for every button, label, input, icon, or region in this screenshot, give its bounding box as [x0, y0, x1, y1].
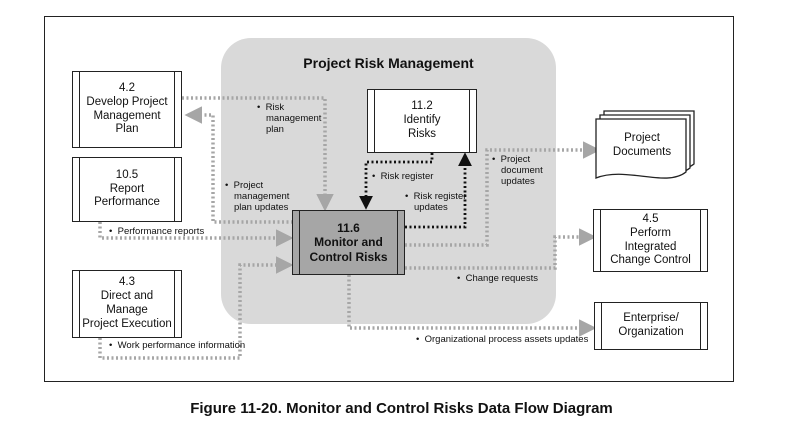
diagram-frame	[44, 16, 734, 382]
group-title: Project Risk Management	[303, 55, 474, 71]
node-develop-project-management-plan: 4.2 Develop Project Management Plan	[72, 71, 182, 148]
node-monitor-and-control-risks: 11.6 Monitor and Control Risks	[292, 210, 405, 275]
node-project-documents: Project Documents	[612, 132, 672, 158]
arrow-risk-register-updates	[405, 152, 472, 229]
arrow-risk-management-plan	[182, 96, 334, 212]
figure-caption: Figure 11-20. Monitor and Control Risks …	[190, 400, 613, 417]
flow-label-document-updates: Project document updates	[492, 154, 543, 188]
arrow-change-requests	[405, 228, 597, 270]
arrow-document-updates	[405, 141, 601, 247]
flow-label-opa-updates: Organizational process assets updates	[416, 334, 589, 346]
flow-label-change-requests: Change requests	[457, 273, 538, 285]
node-project-documents-shape	[595, 110, 695, 179]
node-enterprise-organization: Enterprise/ Organization	[594, 302, 708, 350]
arrow-risk-register	[359, 153, 434, 210]
node-direct-and-manage-project-execution: 4.3 Direct and Manage Project Execution	[72, 270, 182, 338]
flow-label-risk-management-plan: Risk management plan	[257, 102, 322, 136]
flow-label-plan-updates: Project management plan updates	[225, 180, 290, 214]
flow-label-work-performance-information: Work performance information	[109, 340, 246, 352]
node-perform-integrated-change-control: 4.5 Perform Integrated Change Control	[593, 209, 708, 272]
arrow-plan-updates	[184, 106, 293, 224]
flow-label-performance-reports: Performance reports	[109, 226, 205, 238]
flow-label-risk-register: Risk register	[372, 171, 434, 183]
node-report-performance: 10.5 Report Performance	[72, 157, 182, 222]
arrow-performance-reports	[98, 222, 294, 247]
flow-label-risk-register-updates: Risk register updates	[405, 191, 467, 214]
node-identify-risks: 11.2 Identify Risks	[367, 89, 477, 153]
